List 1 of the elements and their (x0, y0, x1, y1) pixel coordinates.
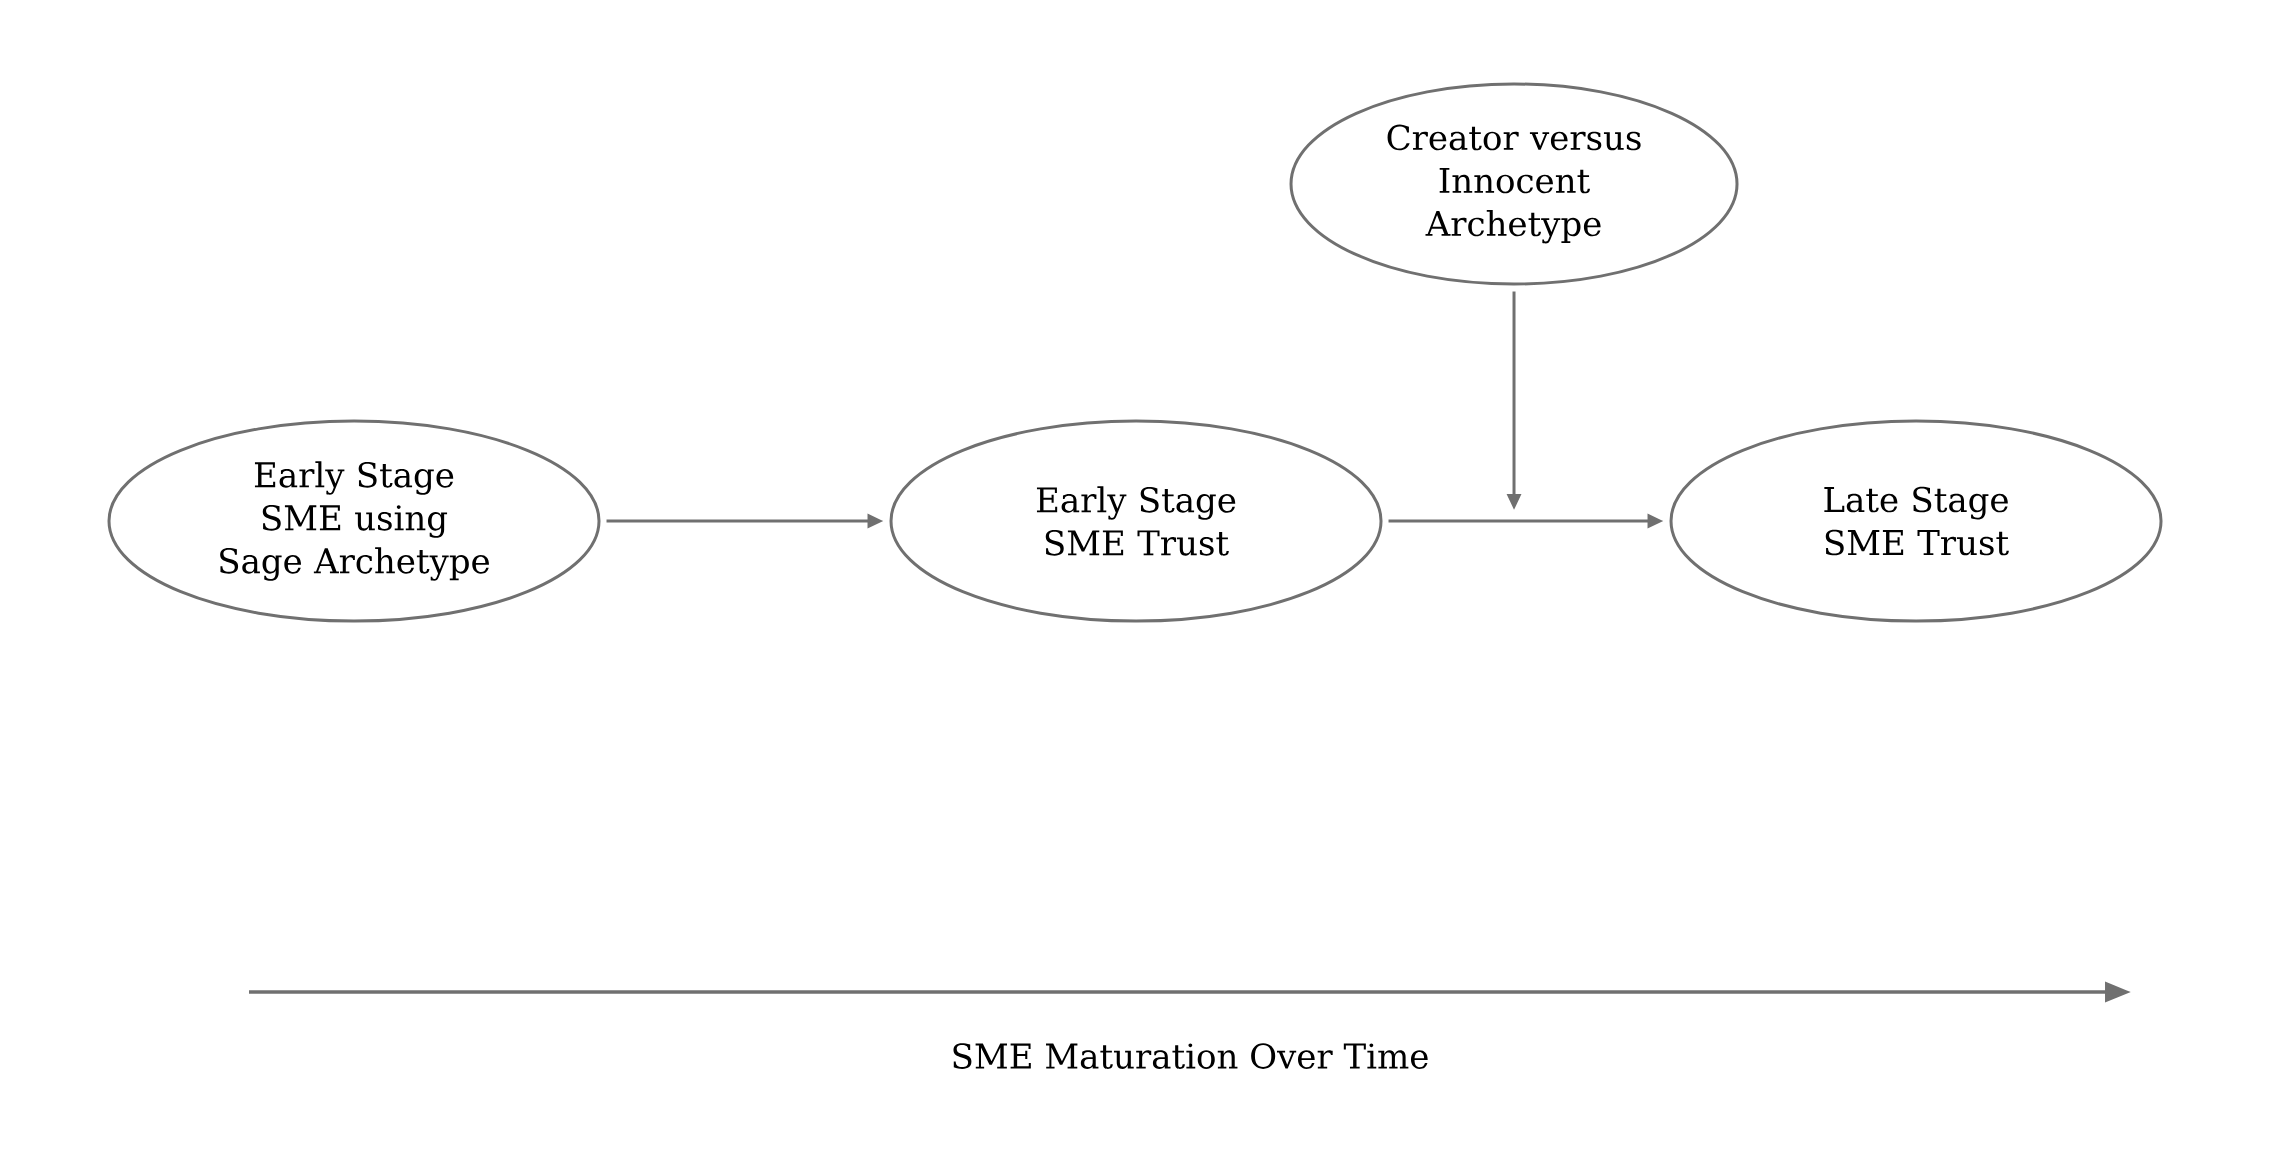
axis-label: SME Maturation Over Time (953, 1043, 1428, 1069)
